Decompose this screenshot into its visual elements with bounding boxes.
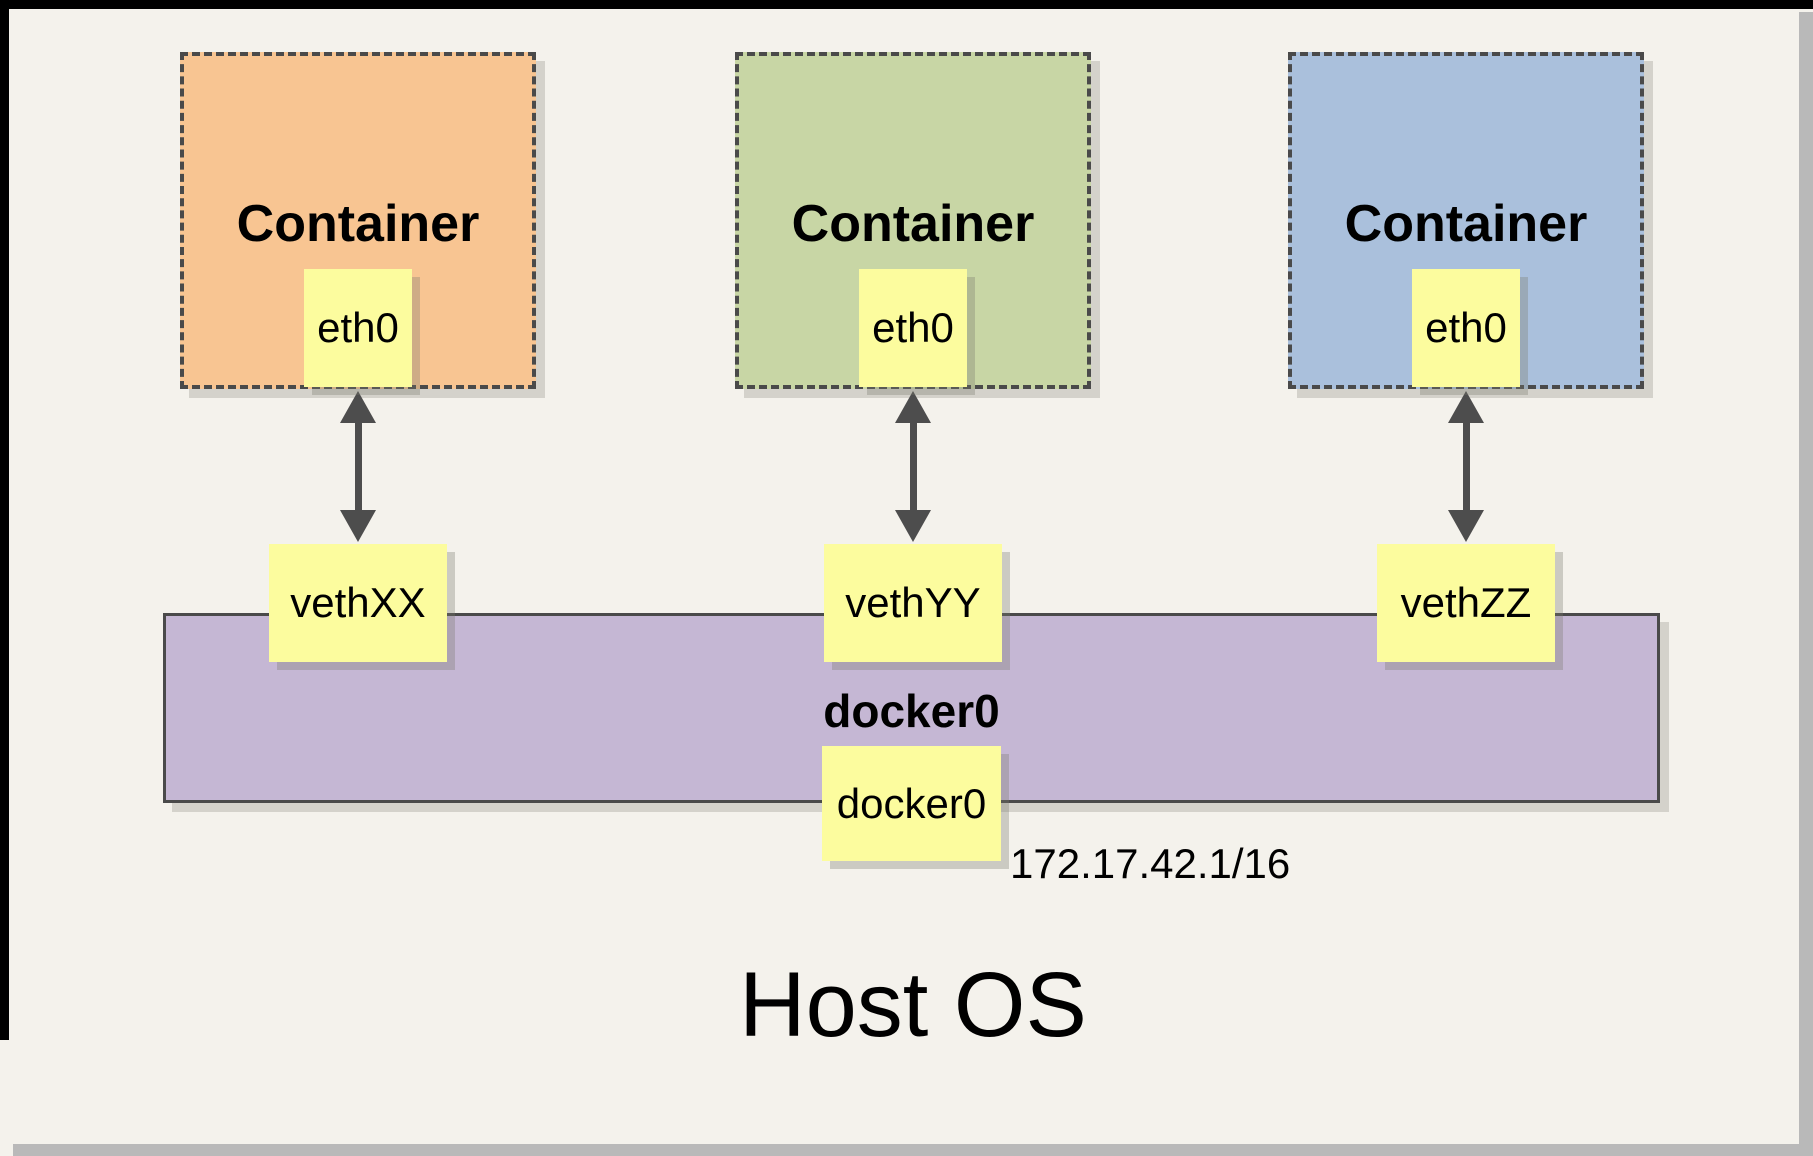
frame-border-left: [0, 0, 9, 1040]
container-3-eth0-box: eth0: [1412, 269, 1520, 387]
veth-box-3: vethZZ: [1377, 544, 1555, 662]
arrow-down-head-icon: [340, 510, 376, 542]
veth-box-2: vethYY: [824, 544, 1002, 662]
arrow-shaft: [909, 415, 917, 518]
frame-shadow-bottom: [13, 1144, 1813, 1156]
arrow-down-head-icon: [895, 510, 931, 542]
bidirectional-arrow-2: [895, 391, 931, 542]
container-2-eth0-box: eth0: [859, 269, 967, 387]
veth-box-1: vethXX: [269, 544, 447, 662]
arrow-down-head-icon: [1448, 510, 1484, 542]
bidirectional-arrow-1: [340, 391, 376, 542]
host-os-label: Host OS: [739, 954, 1087, 1056]
arrow-shaft: [1462, 415, 1470, 518]
container-3-label: Container: [1344, 195, 1588, 253]
frame-border-top: [0, 0, 1813, 9]
frame-shadow-right: [1799, 12, 1813, 1156]
bridge-ip-address: 172.17.42.1/16: [1010, 840, 1291, 887]
arrow-shaft: [354, 415, 362, 518]
docker0-interface-box: docker0: [822, 746, 1001, 861]
container-1-eth0-box: eth0: [304, 269, 412, 387]
container-2-label: Container: [791, 195, 1035, 253]
bidirectional-arrow-3: [1448, 391, 1484, 542]
bridge-name-label: docker0: [823, 685, 1000, 737]
container-1-label: Container: [236, 195, 480, 253]
